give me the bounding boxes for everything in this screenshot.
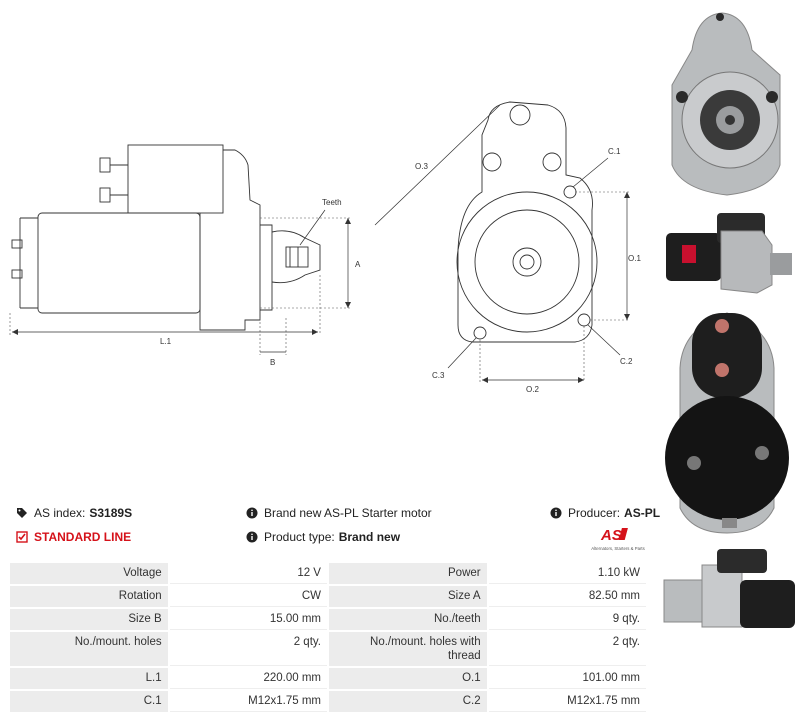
spec-value: M12x1.75 mm	[169, 691, 327, 712]
tag-icon	[17, 508, 27, 518]
as-index-value: S3189S	[89, 506, 133, 520]
photo-angled-view	[663, 549, 795, 628]
size-b-label: B	[270, 358, 275, 367]
spec-value: 101.00 mm	[488, 668, 646, 689]
o3-label: O.3	[415, 162, 428, 171]
product-type-label: Product type:	[264, 530, 335, 544]
producer: Producer: AS-PL	[550, 506, 660, 520]
o2-label: O.2	[526, 385, 539, 394]
spec-value: CW	[169, 586, 327, 607]
photo-rear-view	[665, 312, 789, 534]
table-row: Rotation CW Size A 82.50 mm	[10, 586, 646, 607]
logo-mark: AS	[600, 527, 622, 544]
motor-body	[37, 212, 201, 314]
photo-front-view	[671, 12, 781, 196]
table-row: Voltage 12 V Power 1.10 kW	[10, 563, 646, 584]
spec-label: Voltage	[10, 563, 168, 584]
info-icon	[246, 507, 258, 519]
specs-table: Voltage 12 V Power 1.10 kW Rotation CW S…	[8, 561, 648, 714]
producer-label: Producer:	[568, 506, 621, 520]
spec-value: 82.50 mm	[488, 586, 646, 607]
info-icon	[550, 507, 562, 519]
info-icon	[246, 531, 258, 543]
spec-value: 15.00 mm	[169, 609, 327, 630]
spec-label: No./mount. holes with thread	[328, 632, 487, 666]
product-line: STANDARD LINE	[16, 530, 131, 544]
check-square-icon	[16, 531, 28, 543]
spec-label: Size B	[10, 609, 168, 630]
table-row: L.1 220.00 mm O.1 101.00 mm	[10, 668, 646, 689]
spec-value: 12 V	[169, 563, 327, 584]
spec-value: 220.00 mm	[169, 668, 327, 689]
c3-label: C.3	[432, 371, 445, 380]
spec-label: Rotation	[10, 586, 168, 607]
c2-label: C.2	[620, 357, 633, 366]
o1-label: O.1	[628, 254, 641, 263]
table-row: No./mount. holes 2 qty. No./mount. holes…	[10, 632, 646, 666]
spec-label: Size A	[328, 586, 487, 607]
producer-value: AS-PL	[624, 506, 661, 520]
as-index: AS index: S3189S	[16, 506, 132, 520]
spec-label: No./mount. holes	[10, 632, 168, 666]
spec-label: C.1	[10, 691, 168, 712]
as-pl-logo: AS Alternators, Starters & Parts	[591, 527, 645, 551]
spec-label: Power	[328, 563, 487, 584]
logo-tagline: Alternators, Starters & Parts	[591, 546, 645, 551]
spec-label: L.1	[10, 668, 168, 689]
spec-label: No./teeth	[328, 609, 487, 630]
front-flange	[457, 101, 593, 343]
spec-value: 9 qty.	[488, 609, 646, 630]
l1-label: L.1	[160, 337, 172, 346]
table-row: Size B 15.00 mm No./teeth 9 qty.	[10, 609, 646, 630]
spec-label: C.2	[328, 691, 487, 712]
as-index-label: AS index:	[34, 506, 86, 520]
size-a-label: A	[355, 260, 361, 269]
teeth-label: Teeth	[322, 198, 342, 207]
c1-label: C.1	[608, 147, 621, 156]
technical-drawing: Teeth A B L.1 O.3 C.1 O.1 C.2 C.3 O.2	[9, 101, 641, 394]
solenoid-body	[127, 144, 224, 214]
spec-value: 2 qty.	[169, 632, 327, 666]
standard-line-text: STANDARD LINE	[34, 530, 132, 544]
photo-side-view	[666, 213, 792, 294]
spec-value: M12x1.75 mm	[488, 691, 646, 712]
product-type: Product type: Brand new	[246, 530, 400, 544]
description: Brand new AS-PL Starter motor	[246, 506, 432, 520]
table-row: C.1 M12x1.75 mm C.2 M12x1.75 mm	[10, 691, 646, 712]
spec-value: 1.10 kW	[488, 563, 646, 584]
description-text: Brand new AS-PL Starter motor	[264, 506, 432, 520]
spec-label: O.1	[328, 668, 487, 689]
spec-value: 2 qty.	[488, 632, 646, 666]
product-type-value: Brand new	[338, 530, 401, 544]
